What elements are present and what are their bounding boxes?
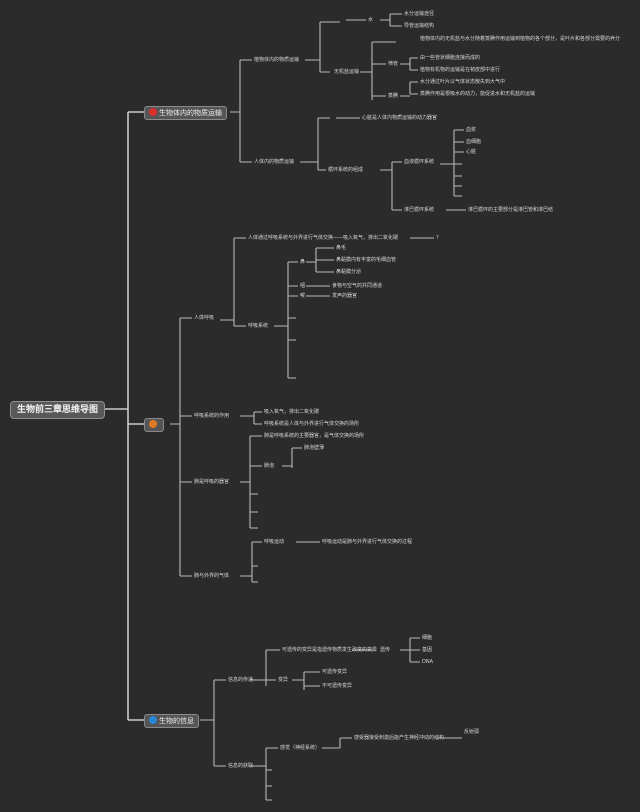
topic-branch-information[interactable]: 生物的信息 <box>144 714 199 728</box>
node-breathing[interactable]: 人体呼吸 <box>194 315 215 321</box>
root-topic[interactable]: 生物前三章思维导图 <box>10 401 106 419</box>
node-variation[interactable]: 变异 <box>278 677 289 683</box>
node-heart-organ[interactable]: 心脏 <box>466 149 477 155</box>
node-nose[interactable]: 鼻 <box>300 259 306 265</box>
node-breathing-movement-desc[interactable]: 呼吸运动是肺与外界进行气体交换的过程 <box>322 539 413 545</box>
red-circle-icon <box>149 108 157 116</box>
node-sensation[interactable]: 感觉（神经系统） <box>280 745 321 751</box>
node-gas-exchange-end[interactable]: ? <box>436 235 439 241</box>
node-sieve-2[interactable]: 植物有机物的运输是在韧皮部中进行 <box>420 67 501 73</box>
node-mineral[interactable]: 无机盐运输 <box>334 69 360 75</box>
node-lung-outside[interactable]: 肺与外界的气体 <box>194 573 230 579</box>
node-lymph[interactable]: 淋巴循环系统 <box>404 207 435 213</box>
node-plasma[interactable]: 血浆 <box>466 127 477 133</box>
blue-info-icon <box>149 716 157 724</box>
node-heart[interactable]: 心脏是人体内物质运输的动力器官 <box>362 115 438 121</box>
node-blood-cell[interactable]: 血细胞 <box>466 139 482 145</box>
node-pharynx-desc[interactable]: 食物与空气的共同通道 <box>332 283 383 289</box>
topic-branch-respiration[interactable] <box>144 418 164 432</box>
node-alveoli[interactable]: 肺泡 <box>264 463 275 469</box>
node-transpiration-1[interactable]: 水分通过叶片以气体状态散失到大气中 <box>420 79 506 85</box>
node-mineral-desc[interactable]: 植物体内的无机盐与水分随着蒸腾作用运输到植物的各个部分，是叶片和各部分需要的养分 <box>420 36 621 42</box>
node-alveoli-wall[interactable]: 肺泡壁薄 <box>304 445 325 451</box>
node-pharynx[interactable]: 咽 <box>300 283 306 289</box>
node-larynx[interactable]: 喉 <box>300 293 306 299</box>
node-resp-function-2[interactable]: 呼吸系统是人体与外界进行气体交换的场所 <box>264 421 360 427</box>
node-circulation[interactable]: 循环系统的组成 <box>328 167 364 173</box>
node-nose-hair[interactable]: 鼻毛 <box>336 245 347 251</box>
node-gas-exchange[interactable]: 人体通过呼吸系统与外界进行气体交换——吸入氧气，排出二氧化碳 <box>248 235 399 241</box>
node-heritable[interactable]: 可遗传的变异是指遗传物质发生改变的变异 <box>282 647 378 653</box>
node-transpiration-2[interactable]: 蒸腾作用是根吸水的动力，能促进水和无机盐的运输 <box>420 91 536 97</box>
branch-label: 生物的信息 <box>159 717 194 725</box>
topic-branch-transport[interactable]: 生物体内的物质运输 <box>144 106 227 120</box>
node-nose-mucosa[interactable]: 鼻黏膜内有丰富的毛细血管 <box>336 257 397 263</box>
node-breathing-movement[interactable]: 呼吸运动 <box>264 539 285 545</box>
node-cell[interactable]: 细胞 <box>422 635 433 641</box>
node-plant-transport[interactable]: 植物体内的物质运输 <box>254 57 300 63</box>
node-nose-secretion[interactable]: 鼻黏膜分泌 <box>336 269 362 275</box>
node-reflex-arc[interactable]: 反射弧 <box>464 729 480 735</box>
node-resp-function-1[interactable]: 吸入氧气，排出二氧化碳 <box>264 409 320 415</box>
branch-label: 生物体内的物质运输 <box>159 109 222 117</box>
node-info-transfer[interactable]: 信息的传递 <box>228 677 254 683</box>
node-info-acquire[interactable]: 信息的获取 <box>228 763 254 769</box>
node-variation-1[interactable]: 可遗传变异 <box>322 669 348 675</box>
node-water-1[interactable]: 水分运输途径 <box>404 11 435 17</box>
node-lung-main[interactable]: 肺是呼吸系统的主要器官，是气体交换的场所 <box>264 433 365 439</box>
node-water-2[interactable]: 导管运输结构 <box>404 23 435 29</box>
node-transpiration[interactable]: 蒸腾 <box>388 93 399 99</box>
node-gene[interactable]: 基因 <box>422 647 433 653</box>
orange-circle-icon <box>149 420 157 428</box>
node-sieve-1[interactable]: 由一些管状细胞连接而成的 <box>420 55 481 61</box>
node-human-transport[interactable]: 人体内的物质运输 <box>254 159 295 165</box>
node-resp-system[interactable]: 呼吸系统 <box>248 323 269 329</box>
node-sieve[interactable]: 筛管 <box>388 61 399 67</box>
node-heredity[interactable]: 遗传 <box>380 647 391 653</box>
node-water[interactable]: 水 <box>368 17 374 23</box>
node-dna[interactable]: DNA <box>422 659 434 665</box>
node-resp-function[interactable]: 呼吸系统的作用 <box>194 413 230 419</box>
node-lung[interactable]: 肺是呼吸的器官 <box>194 479 230 485</box>
node-receptor[interactable]: 感受器接受刺激后能产生神经冲动的结构 <box>354 735 445 741</box>
node-variation-2[interactable]: 不可遗传变异 <box>322 683 353 689</box>
node-larynx-desc[interactable]: 发声的器官 <box>332 293 358 299</box>
node-blood-circulation[interactable]: 血液循环系统 <box>404 159 435 165</box>
node-lymph-desc[interactable]: 淋巴循环的主要部分是淋巴管和淋巴结 <box>468 207 554 213</box>
